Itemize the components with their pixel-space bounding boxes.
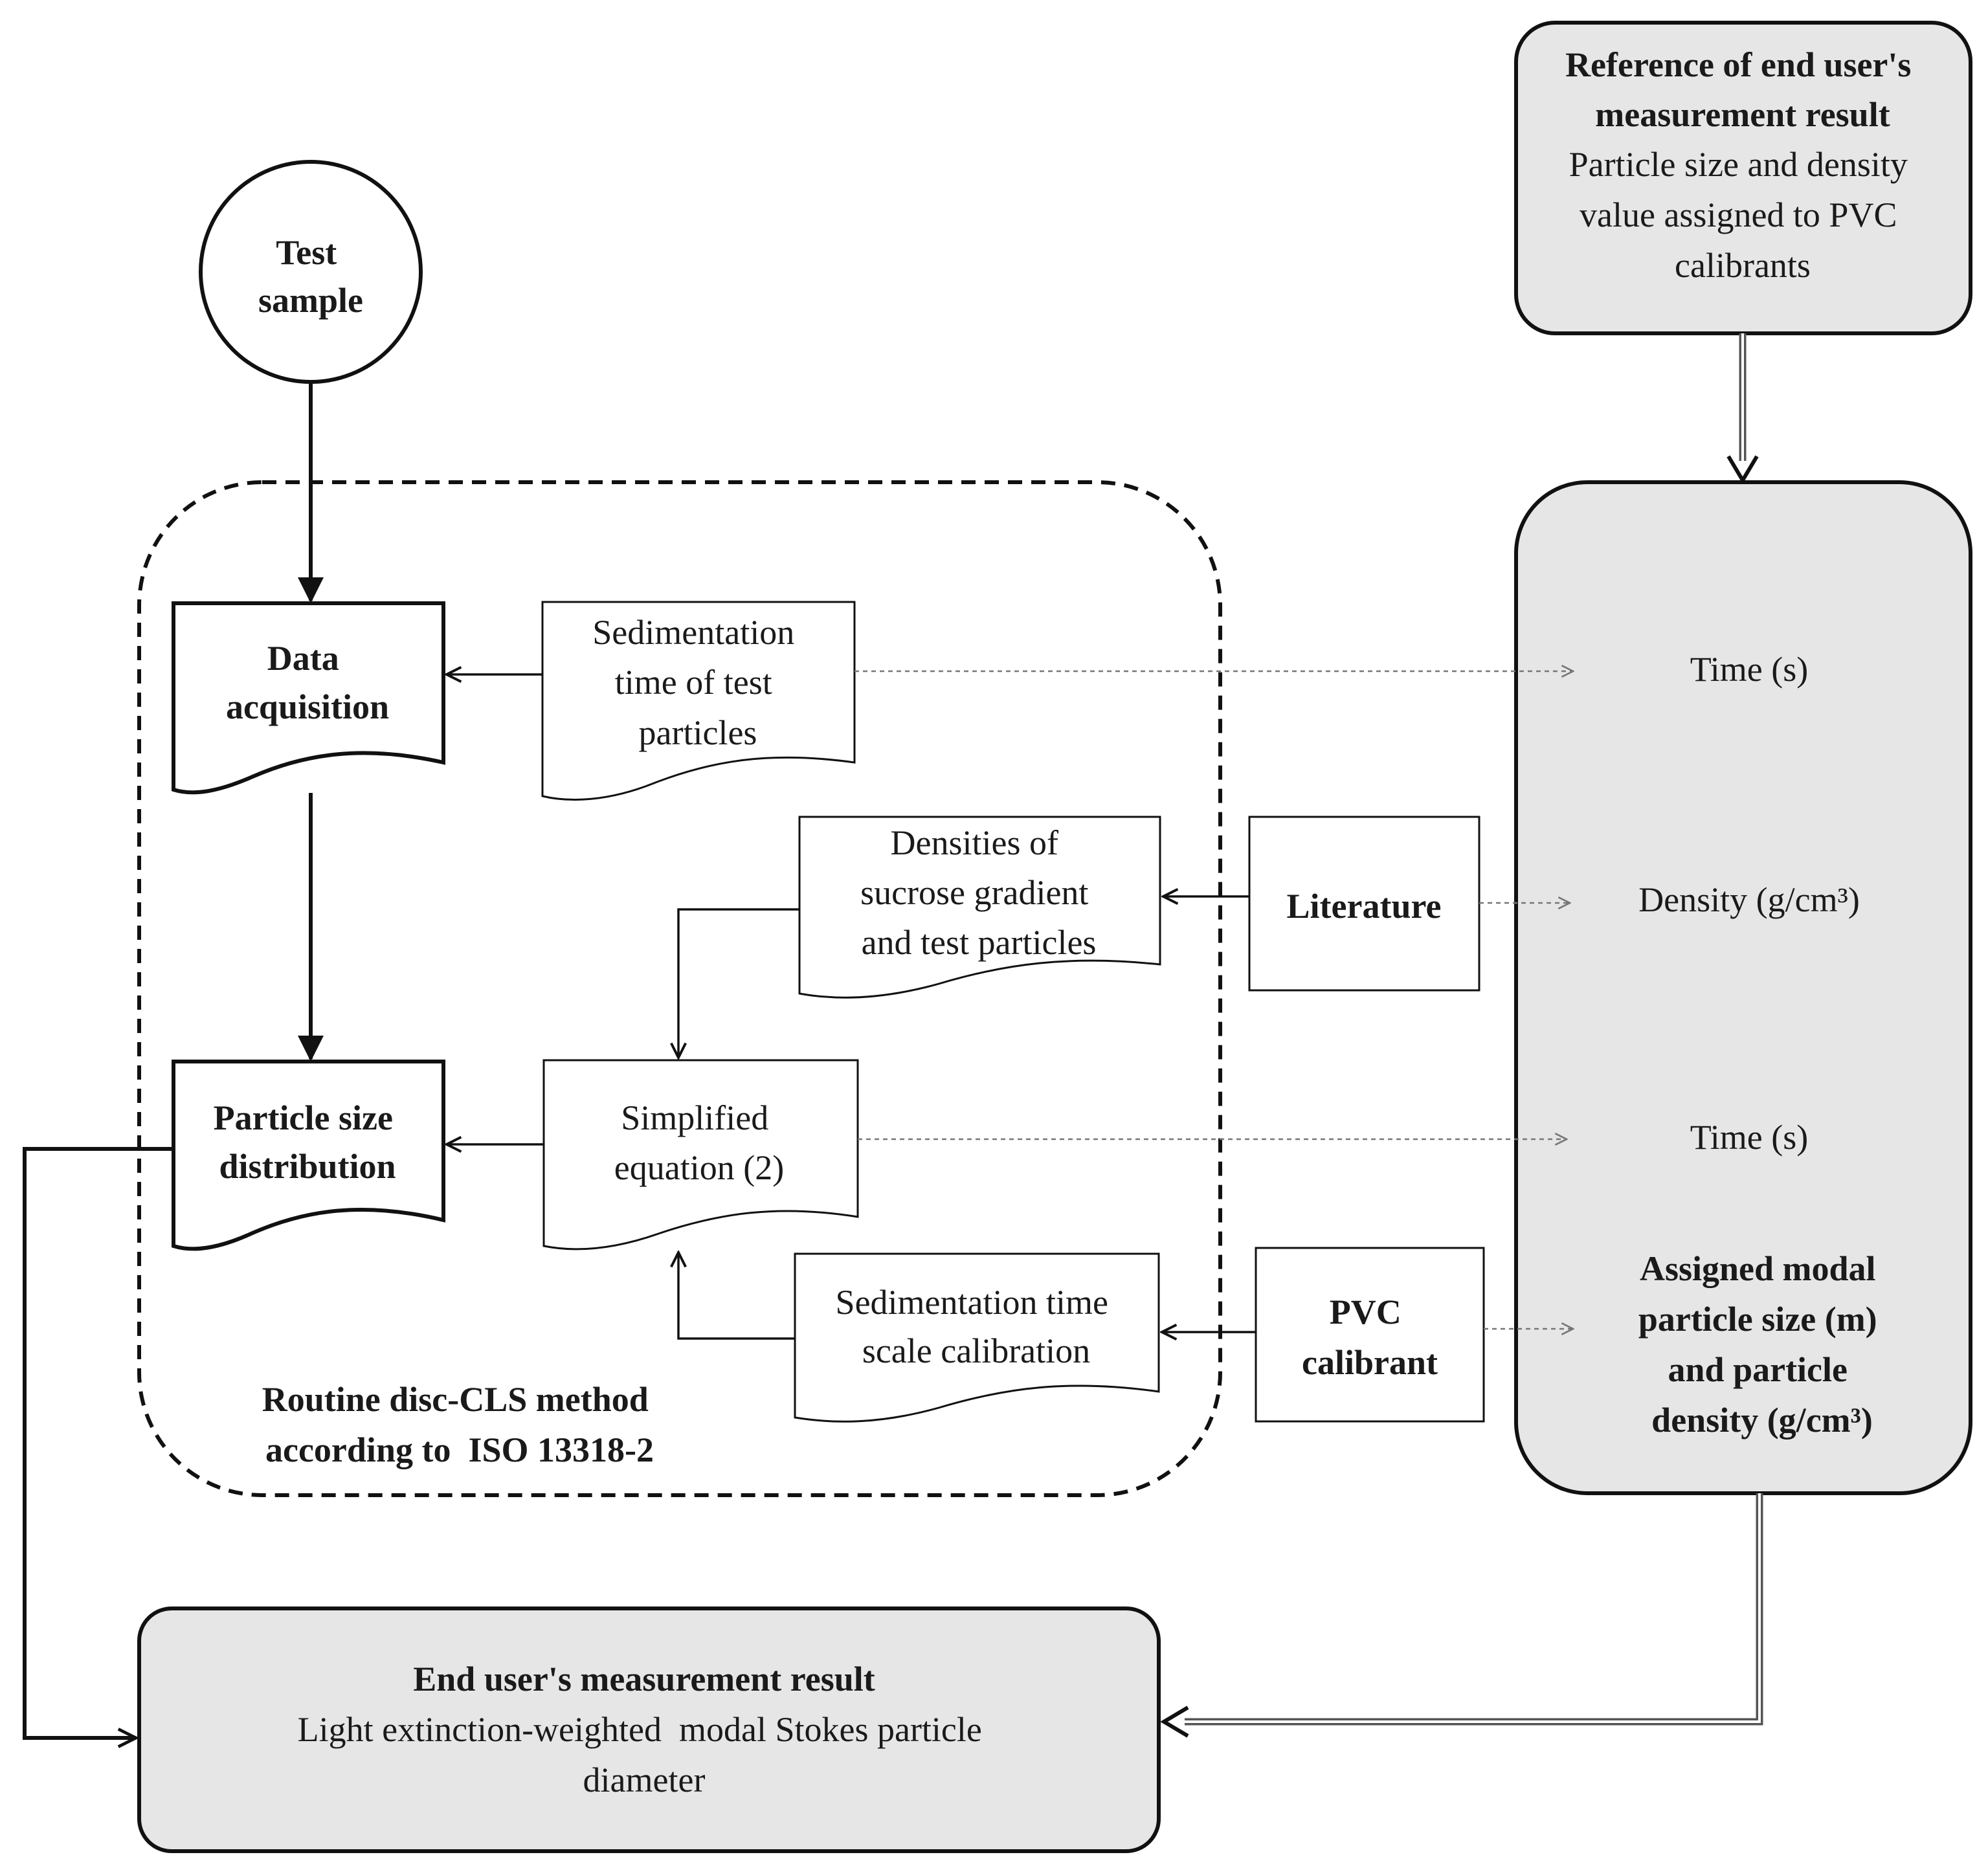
traceability-density: Density (g/cm³) <box>1638 880 1860 919</box>
densities-line-1: Densities of <box>891 823 1058 862</box>
sedimentation-time-line-2: time of test <box>615 663 772 702</box>
double-arrow-column-to-end-result <box>1185 1493 1763 1726</box>
svg-text:Simplified equation (2): Simplified equation (2) <box>614 1098 784 1187</box>
arrow-distribution-to-end-result <box>23 1147 173 1738</box>
test-sample-line-1: Test <box>276 233 337 272</box>
densities-line-2: sucrose gradient <box>860 873 1088 912</box>
simplified-equation-node <box>542 1059 859 1251</box>
assigned-line-3: and particle <box>1668 1350 1848 1389</box>
data-acquisition-node <box>172 601 445 795</box>
svg-text:Reference of end user's me: Reference of end user's measurement resu… <box>1565 45 1920 134</box>
assigned-line-4: density (g/cm³) <box>1651 1401 1873 1440</box>
end-result-body-line-2: diameter <box>583 1761 706 1799</box>
reference-body-line-3: calibrants <box>1675 246 1811 285</box>
pvc-calibrant-line-2: calibrant <box>1302 1343 1438 1382</box>
svg-text:Light extinction-weighted mod: Light extinction-weighted modal Stokes p… <box>298 1710 991 1799</box>
arrow-calibration-to-equation <box>678 1252 795 1340</box>
routine-method-line-2: according to ISO 13318-2 <box>265 1430 654 1469</box>
double-arrow-end-result-head <box>1160 1706 1189 1738</box>
svg-text:Particle size distribution: Particle size distribution <box>214 1098 402 1186</box>
svg-text:Assigned modal particle si: Assigned modal particle size (m) and par… <box>1638 1249 1886 1440</box>
routine-method-boundary <box>137 480 1222 1497</box>
svg-text:Data acquisition: Data acquisition <box>226 639 389 726</box>
svg-text:Test sample: Test sample <box>258 233 363 320</box>
reference-title-line-2: measurement result <box>1595 95 1890 134</box>
svg-text:Sedimentation time of test: Sedimentation time of test particles <box>592 613 803 752</box>
traceability-time-1: Time (s) <box>1690 650 1809 689</box>
reference-body-line-2: value assigned to PVC <box>1580 195 1897 234</box>
assigned-line-1: Assigned modal <box>1640 1249 1876 1288</box>
sedimentation-time-node <box>541 601 856 801</box>
end-result-title: End user's measurement result <box>413 1660 875 1698</box>
calibration-line-1: Sedimentation time <box>836 1283 1108 1322</box>
particle-size-distribution-line-1: Particle size <box>214 1098 393 1137</box>
pvc-calibrant-line-1: PVC <box>1330 1293 1402 1331</box>
pvc-calibrant-node <box>1255 1247 1485 1423</box>
double-arrow-column-to-end-result-inner <box>1185 1493 1761 1723</box>
double-arrow-reference-head <box>1726 455 1759 484</box>
test-sample-line-2: sample <box>258 281 363 320</box>
particle-size-distribution-line-2: distribution <box>219 1147 396 1186</box>
arrow-densities-to-equation <box>678 908 799 1058</box>
calibration-line-2: scale calibration <box>862 1331 1090 1370</box>
traceability-column <box>1514 480 1972 1495</box>
test-sample-node <box>199 160 423 384</box>
particle-size-distribution-node <box>172 1060 445 1251</box>
end-result-node <box>137 1607 1161 1853</box>
sedimentation-time-line-3: particles <box>639 713 757 752</box>
traceability-time-2: Time (s) <box>1690 1118 1809 1157</box>
reference-title-line-1: Reference of end user's <box>1565 45 1911 84</box>
literature-node <box>1248 816 1480 992</box>
svg-text:PVC calibrant: PVC calibrant <box>1302 1293 1438 1382</box>
svg-text:Sedimentation time scale c: Sedimentation time scale calibration <box>836 1283 1117 1370</box>
reference-body-line-1: Particle size and density <box>1569 145 1908 184</box>
densities-line-3: and test particles <box>862 923 1097 962</box>
simplified-equation-line-1: Simplified <box>621 1098 768 1137</box>
calibration-node <box>794 1252 1160 1423</box>
svg-text:Literature: Literature <box>1287 887 1442 926</box>
svg-text:Densities of sucrose gradi: Densities of sucrose gradient and test p… <box>860 823 1097 962</box>
data-acquisition-line-2: acquisition <box>226 687 389 726</box>
svg-text:Particle size and density: Particle size and density value assigned… <box>1569 145 1917 285</box>
sedimentation-time-line-1: Sedimentation <box>592 613 794 652</box>
densities-node <box>798 816 1161 999</box>
end-result-body-line-1: Light extinction-weighted modal Stokes p… <box>298 1710 982 1749</box>
routine-method-line-1: Routine disc-CLS method <box>262 1380 649 1419</box>
assigned-line-2: particle size (m) <box>1638 1300 1877 1339</box>
svg-text:Routine disc-CLS method ac: Routine disc-CLS method according to ISO… <box>262 1380 658 1469</box>
literature-label: Literature <box>1287 887 1442 926</box>
simplified-equation-line-2: equation (2) <box>614 1148 784 1187</box>
data-acquisition-line-1: Data <box>267 639 339 678</box>
